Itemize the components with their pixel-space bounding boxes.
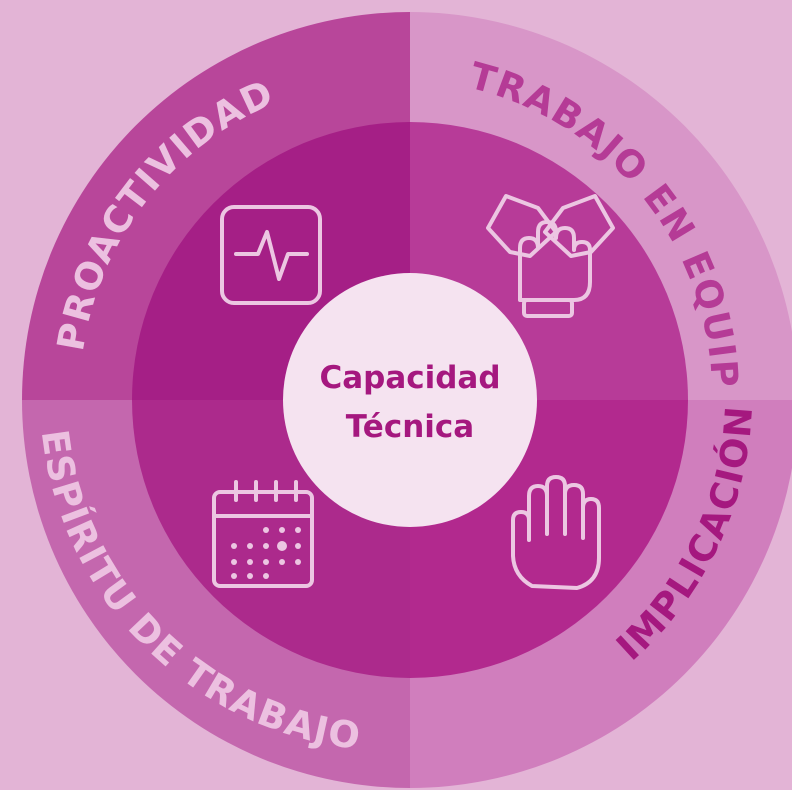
- team-hands-icon: [486, 194, 615, 318]
- raised-hand-icon: [511, 475, 601, 590]
- center-circle: [283, 273, 537, 527]
- center-title-line1: Capacidad: [319, 360, 500, 396]
- calendar-icon: [212, 480, 314, 588]
- center-title-line2: Técnica: [346, 409, 474, 445]
- activity-pulse-icon: [220, 205, 322, 305]
